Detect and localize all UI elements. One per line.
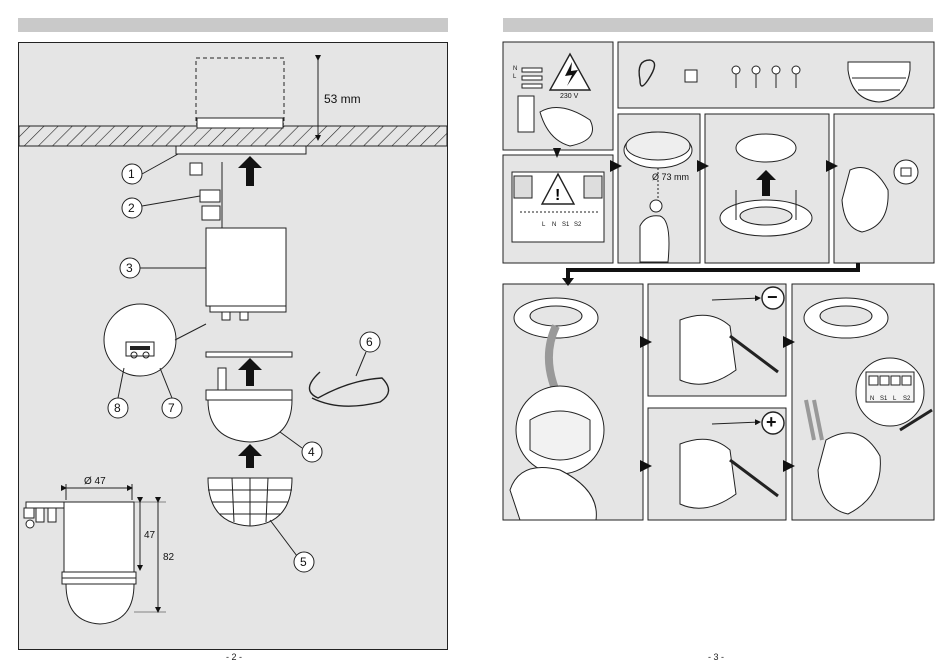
wiring-terminal-l: L [542, 222, 545, 228]
spring-clip [309, 372, 388, 406]
callout-label-4: 4 [308, 445, 315, 459]
block-terminal-l: L [893, 396, 896, 402]
up-arrow-4 [238, 444, 262, 468]
callout-label-3: 3 [126, 261, 133, 275]
callout-label-1: 1 [128, 167, 135, 181]
depth-label: 53 mm [324, 92, 361, 106]
callout-label-6: 6 [366, 335, 373, 349]
block-terminal-n: N [870, 396, 874, 402]
wiring-terminal-s2: S2 [574, 222, 581, 228]
mains-label-n: N [513, 66, 517, 72]
housing [206, 228, 286, 306]
callout-label-8: 8 [114, 401, 121, 415]
minus-symbol: − [767, 287, 778, 308]
block-terminal-s2: S2 [903, 396, 910, 402]
recess-dashed-box [196, 58, 284, 124]
height-total-label: 82 [163, 552, 174, 563]
ring-plate [206, 352, 292, 357]
page-number-right: - 3 - [708, 652, 724, 662]
svg-text:!: ! [555, 187, 560, 204]
cutout-label: Ø 73 mm [652, 172, 689, 182]
flush-plate [176, 146, 306, 154]
wiring-terminal-s1: S1 [562, 222, 569, 228]
height-small-label: 47 [144, 530, 155, 541]
callout-label-7: 7 [168, 401, 175, 415]
ceiling-hatch [19, 126, 447, 146]
side-housing [64, 502, 134, 574]
plus-symbol: + [766, 412, 777, 433]
up-arrow-1 [238, 156, 262, 186]
up-arrow-3 [238, 358, 262, 386]
mains-label-l: L [513, 74, 516, 80]
page-number-left: - 2 - [226, 652, 242, 662]
block-terminal-s1: S1 [880, 396, 887, 402]
zoom-circle [104, 304, 176, 376]
wiring-terminal-n: N [552, 222, 556, 228]
callout-label-2: 2 [128, 201, 135, 215]
side-dome [66, 584, 134, 624]
callout-label-5: 5 [300, 555, 307, 569]
voltage-label: 230 V [560, 93, 578, 100]
terminal-block-icon [685, 70, 697, 82]
sensor-dome [208, 400, 292, 442]
diameter-label: Ø 47 [84, 476, 106, 487]
